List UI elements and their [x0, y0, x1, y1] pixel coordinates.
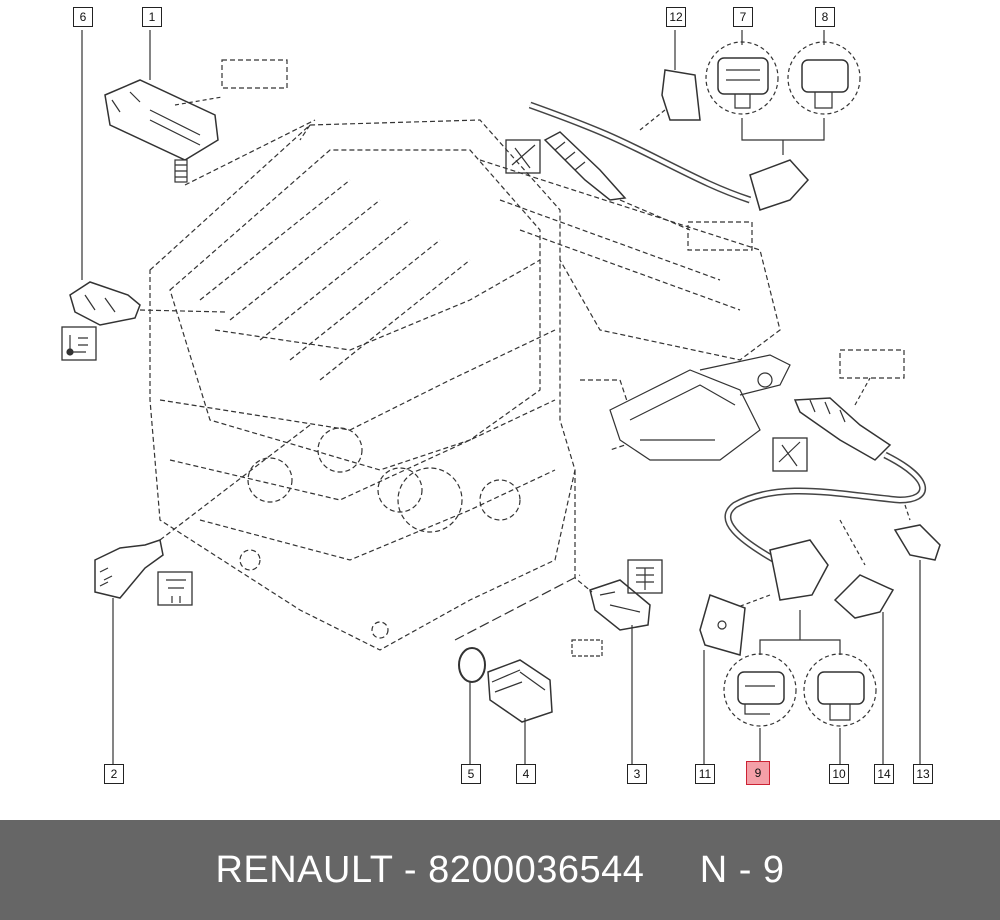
- clip-part-12: [639, 30, 701, 131]
- dashed-label-box: [221, 59, 288, 89]
- upper-oxygen-sensor: [528, 101, 810, 231]
- warning-symbol-icon: [505, 139, 541, 174]
- callout-4: 4: [516, 764, 536, 784]
- engine-sensor-illustration: [61, 30, 941, 765]
- callout-11: 11: [695, 764, 715, 784]
- temperature-symbol-icon-2: [157, 571, 193, 606]
- callout-12: 12: [666, 7, 686, 27]
- sensor-part-4: [454, 574, 581, 765]
- callout-6: 6: [73, 7, 93, 27]
- sensor-part-3: [571, 470, 651, 765]
- callout-13: 13: [913, 764, 933, 784]
- callout-8: 8: [815, 7, 835, 27]
- connector-bracket-2: [759, 610, 841, 655]
- part-number-banner: RENAULT - 8200036544 N - 9: [0, 820, 1000, 920]
- connector-part-10: [803, 653, 877, 765]
- coolant-temperature-icon: [627, 559, 663, 594]
- bracket-part-11: [699, 594, 746, 765]
- parts-diagram: 1 2 3 4 5 6 7 8 9 10 11 12 13 14: [61, 7, 941, 785]
- part-number-text: RENAULT - 8200036544 N - 9: [215, 849, 785, 891]
- connector-part-9: [723, 653, 797, 762]
- callout-3: 3: [627, 764, 647, 784]
- catalytic-converter: [609, 354, 791, 461]
- callout-5: 5: [461, 764, 481, 784]
- callout-2: 2: [104, 764, 124, 784]
- dashed-label-box-3: [839, 349, 905, 379]
- callout-1: 1: [142, 7, 162, 27]
- callout-14: 14: [874, 764, 894, 784]
- warning-symbol-icon-2: [772, 437, 808, 472]
- o-ring-part-5: [458, 647, 486, 765]
- callout-10: 10: [829, 764, 849, 784]
- temperature-symbol-icon: [61, 326, 97, 361]
- connector-part-7: [705, 30, 779, 115]
- connector-part-8: [787, 30, 861, 115]
- callout-7: 7: [733, 7, 753, 27]
- connector-bracket: [741, 118, 825, 155]
- map-sensor-part-1: [104, 30, 223, 183]
- temperature-sensor-part-2: [94, 424, 311, 765]
- engine-block-outline: [149, 119, 781, 651]
- sensor-part-6: [69, 30, 226, 326]
- lower-oxygen-sensor: [724, 377, 927, 611]
- callout-9: 9: [746, 761, 770, 785]
- clip-part-14: [833, 519, 895, 765]
- dashed-label-box-2: [687, 221, 753, 251]
- clip-part-13: [893, 504, 941, 765]
